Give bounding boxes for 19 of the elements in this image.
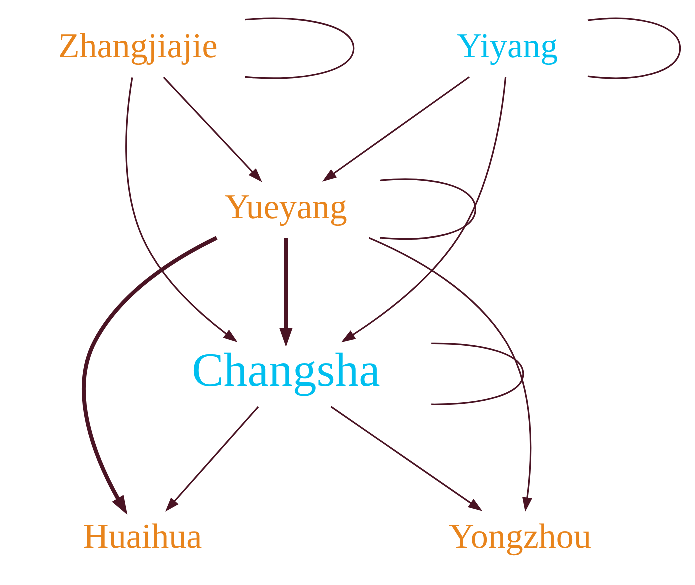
- node-text: Yongzhou: [449, 516, 592, 556]
- arrow: [82, 236, 218, 515]
- node-text: Zhangjiajie: [58, 26, 218, 65]
- connector: [588, 17, 682, 79]
- connector: [245, 17, 355, 79]
- arrow: [166, 406, 260, 512]
- arrow: [280, 238, 293, 347]
- connector: [380, 178, 476, 240]
- node-text: Yueyang: [224, 186, 348, 226]
- node-text: Huaihua: [84, 516, 202, 556]
- arrow: [341, 76, 507, 342]
- node-text: Yiyang: [456, 26, 558, 65]
- arrow: [322, 76, 470, 182]
- node-text: Changsha: [192, 344, 380, 397]
- arrow: [330, 406, 483, 511]
- connector: [432, 342, 524, 405]
- arrow: [126, 77, 238, 342]
- arrow: [368, 236, 532, 512]
- arrow: [163, 76, 262, 182]
